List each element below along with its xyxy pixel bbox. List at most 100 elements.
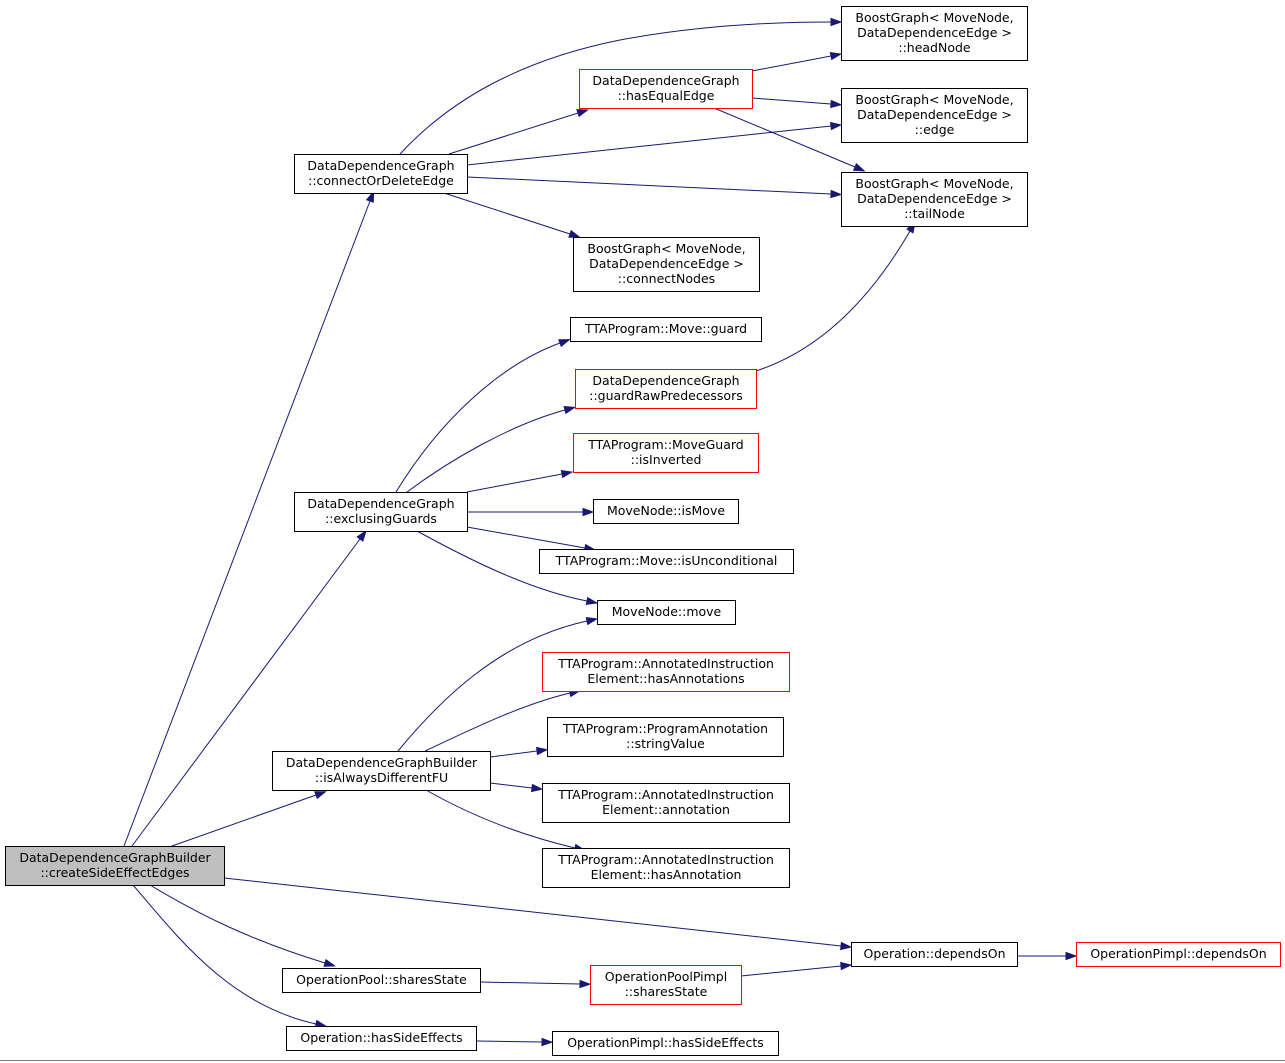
- node-box: [579, 69, 753, 109]
- node-label-line: Operation::hasSideEffects: [300, 1030, 462, 1045]
- edge-root-to-sharesState: [149, 884, 337, 967]
- node-label-line: ::headNode: [898, 40, 971, 55]
- arrow-head-icon: [314, 791, 327, 800]
- node-moveGuard[interactable]: TTAProgram::Move::guard: [570, 317, 762, 342]
- node-box: [5, 846, 225, 886]
- edge-line: [123, 200, 371, 847]
- node-hasAnnotation[interactable]: TTAProgram::AnnotatedInstructionElement:…: [542, 848, 790, 888]
- node-label-line: TTAProgram::Move::guard: [584, 321, 747, 336]
- node-label-line: TTAProgram::Move::isUnconditional: [555, 553, 778, 568]
- edge-root-to-dependsOn: [223, 877, 853, 951]
- edge-line: [443, 192, 571, 235]
- node-box: [1076, 942, 1281, 967]
- edge-connectOrDeleteEdge-to-connectNodes: [443, 192, 581, 238]
- node-box: [573, 237, 760, 292]
- edge-line: [475, 1040, 543, 1043]
- node-label-line: ::connectNodes: [618, 271, 715, 286]
- edge-exclusingGuards-to-isUnconditional: [466, 526, 597, 553]
- node-pimplDependsOn[interactable]: OperationPimpl::dependsOn: [1076, 942, 1281, 967]
- node-stringValue[interactable]: TTAProgram::ProgramAnnotation::stringVal…: [547, 717, 784, 757]
- node-hasSideEffects[interactable]: Operation::hasSideEffects: [286, 1026, 477, 1051]
- node-label-line: DataDependenceEdge >: [857, 191, 1012, 206]
- edge-line: [223, 877, 842, 947]
- arrow-head-icon: [582, 507, 595, 517]
- node-label-line: MoveNode::move: [612, 604, 722, 619]
- edge-line: [171, 794, 317, 847]
- node-box: [547, 717, 784, 757]
- node-box: [542, 848, 790, 888]
- node-box: [841, 172, 1028, 227]
- node-box: [851, 942, 1018, 967]
- node-isAlwaysDifferentFU[interactable]: DataDependenceGraphBuilder::isAlwaysDiff…: [272, 751, 491, 791]
- edge-exclusingGuards-to-isMove: [467, 507, 595, 517]
- node-label-line: TTAProgram::ProgramAnnotation: [562, 721, 768, 736]
- edge-line: [466, 473, 563, 493]
- edge-line: [416, 530, 588, 602]
- node-box: [552, 1031, 779, 1056]
- edge-line: [713, 107, 856, 168]
- node-sharesState[interactable]: OperationPool::sharesState: [282, 968, 481, 993]
- node-label-line: TTAProgram::AnnotatedInstruction: [557, 787, 774, 802]
- edge-line: [466, 526, 586, 549]
- arrow-head-icon: [585, 596, 599, 605]
- node-pimplHasSideEffects[interactable]: OperationPimpl::hasSideEffects: [552, 1031, 779, 1056]
- node-exclusingGuards[interactable]: DataDependenceGraph::exclusingGuards: [294, 492, 468, 532]
- arrow-head-icon: [563, 406, 577, 415]
- node-annotation[interactable]: TTAProgram::AnnotatedInstructionElement:…: [542, 783, 790, 823]
- edge-root-to-connectOrDeleteEdge: [123, 190, 375, 847]
- node-isUnconditional[interactable]: TTAProgram::Move::isUnconditional: [539, 549, 794, 574]
- edge-line: [479, 981, 581, 985]
- node-label-line: ::stringValue: [626, 736, 705, 751]
- node-box: [590, 965, 742, 1005]
- node-label-line: ::edge: [915, 122, 955, 137]
- node-hasAnnotations[interactable]: TTAProgram::AnnotatedInstructionElement:…: [542, 652, 790, 692]
- node-box: [570, 317, 762, 342]
- node-hasEqualEdge[interactable]: DataDependenceGraph::hasEqualEdge: [579, 69, 753, 109]
- node-label-line: BoostGraph< MoveNode,: [855, 92, 1013, 107]
- edge-pimplSharesState-to-dependsOn: [740, 961, 853, 977]
- edge-line: [489, 750, 538, 758]
- node-label-line: Element::hasAnnotations: [587, 671, 744, 686]
- arrow-head-icon: [536, 746, 549, 756]
- node-label-line: DataDependenceGraph: [592, 73, 739, 88]
- node-box: [593, 499, 739, 524]
- node-box: [542, 652, 790, 692]
- node-isMove[interactable]: MoveNode::isMove: [593, 499, 739, 524]
- node-tailNode[interactable]: BoostGraph< MoveNode,DataDependenceEdge …: [841, 172, 1028, 227]
- edge-root-to-hasSideEffects: [132, 884, 328, 1028]
- edge-line: [395, 342, 561, 493]
- node-headNode[interactable]: BoostGraph< MoveNode,DataDependenceEdge …: [841, 6, 1028, 61]
- node-label-line: MoveNode::isMove: [607, 503, 725, 518]
- arrow-head-icon: [356, 529, 367, 542]
- node-root[interactable]: DataDependenceGraphBuilder::createSideEf…: [5, 846, 225, 886]
- node-box: [841, 88, 1028, 143]
- node-guardRawPredecessors[interactable]: DataDependenceGraph::guardRawPredecessor…: [575, 369, 757, 409]
- edge-line: [425, 789, 576, 849]
- node-label-line: DataDependenceEdge >: [857, 107, 1012, 122]
- arrow-head-icon: [830, 121, 843, 131]
- node-connectNodes[interactable]: BoostGraph< MoveNode,DataDependenceEdge …: [573, 237, 760, 292]
- node-label-line: TTAProgram::MoveGuard: [587, 437, 743, 452]
- node-connectOrDeleteEdge[interactable]: DataDependenceGraph::connectOrDeleteEdge: [294, 154, 468, 194]
- edge-line: [755, 230, 911, 372]
- edge-line: [424, 692, 571, 752]
- arrow-head-icon: [840, 941, 853, 951]
- edge-line: [399, 21, 832, 155]
- edge-line: [132, 884, 317, 1025]
- node-label-line: DataDependenceGraphBuilder: [286, 755, 478, 770]
- node-moveNodeMove[interactable]: MoveNode::move: [597, 600, 736, 625]
- node-label-line: BoostGraph< MoveNode,: [587, 241, 745, 256]
- node-pimplSharesState[interactable]: OperationPoolPimpl::sharesState: [590, 965, 742, 1005]
- edge-line: [448, 112, 579, 155]
- node-label-line: DataDependenceGraphBuilder: [19, 850, 211, 865]
- edge-isAlwaysDifferentFU-to-annotation: [489, 782, 544, 793]
- edge-line: [397, 620, 588, 752]
- node-edge[interactable]: BoostGraph< MoveNode,DataDependenceEdge …: [841, 88, 1028, 143]
- node-dependsOn[interactable]: Operation::dependsOn: [851, 942, 1018, 967]
- node-box: [272, 751, 491, 791]
- node-label-line: ::isInverted: [631, 452, 702, 467]
- node-isInverted[interactable]: TTAProgram::MoveGuard::isInverted: [573, 433, 759, 473]
- node-box: [294, 492, 468, 532]
- edge-isAlwaysDifferentFU-to-moveNodeMove: [397, 617, 599, 752]
